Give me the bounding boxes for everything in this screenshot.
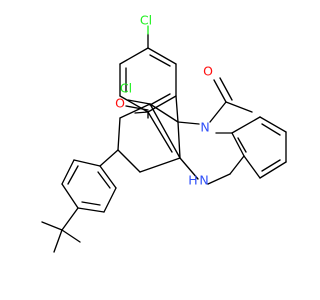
bond-aryl-methine bbox=[175, 95, 179, 123]
atom-n-amide: N bbox=[200, 120, 209, 135]
atom-cl-top: Cl bbox=[140, 13, 152, 28]
atom-o-acetyl: O bbox=[203, 64, 213, 79]
atom-cl-ortho: Cl bbox=[120, 81, 132, 96]
bond-c-cl-ortho-b bbox=[134, 111, 149, 114]
atom-o-ketone: O bbox=[115, 96, 125, 111]
tert-butyl-group bbox=[41, 207, 81, 253]
ketone-group bbox=[125, 99, 151, 111]
cyclohexenone-ring bbox=[117, 103, 181, 173]
molecule-structure: Cl Cl O O N N H bbox=[41, 13, 287, 253]
atom-h-amine: H bbox=[188, 173, 197, 188]
acetyl-group bbox=[209, 77, 253, 123]
atom-n-amine: N bbox=[199, 173, 208, 188]
benzo-ring bbox=[231, 116, 287, 179]
bond-ch-aryl bbox=[99, 149, 119, 167]
tert-butylphenyl-ring bbox=[61, 159, 117, 213]
diazepine-ring bbox=[177, 121, 245, 185]
